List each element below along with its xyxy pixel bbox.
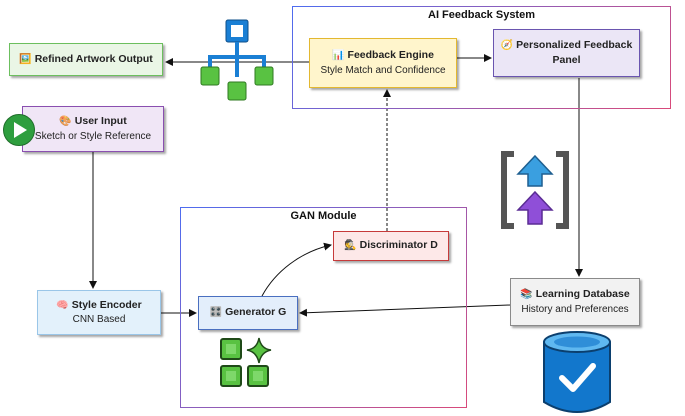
gan-module-title: GAN Module <box>290 210 357 222</box>
grid-sparkle-icon <box>220 337 272 387</box>
compass-icon: 🧭 <box>500 39 514 51</box>
discriminator-title: Discriminator D <box>359 239 438 252</box>
books-icon: 📚 <box>520 289 533 300</box>
refined-artwork-output-node[interactable]: 🖼️Refined Artwork Output <box>9 43 163 76</box>
database-check-icon <box>543 331 611 413</box>
learning-database-node[interactable]: 📚Learning Database History and Preferenc… <box>510 278 640 326</box>
brain-icon: 🧠 <box>56 299 69 311</box>
feedback-engine-title: Feedback Engine <box>347 49 434 61</box>
user-input-subtitle: Sketch or Style Reference <box>34 130 152 142</box>
feedback-panel-title: Personalized Feedback Panel <box>516 38 633 67</box>
generator-node[interactable]: 🎛️Generator G <box>198 296 298 330</box>
play-circle-icon <box>3 114 35 146</box>
feedback-engine-subtitle: Style Match and Confidence <box>320 64 446 76</box>
detective-icon: 🕵️ <box>344 240 357 252</box>
style-encoder-title: Style Encoder <box>71 298 142 311</box>
learning-db-title: Learning Database <box>535 288 630 300</box>
hierarchy-icon <box>200 19 274 101</box>
generator-title: Generator G <box>225 306 287 319</box>
ai-feedback-system-title: AI Feedback System <box>428 9 535 21</box>
learning-db-subtitle: History and Preferences <box>521 303 629 315</box>
palette-icon: 🎨 <box>59 116 72 127</box>
double-up-arrow-icon <box>501 151 569 229</box>
discriminator-node[interactable]: 🕵️Discriminator D <box>333 231 449 261</box>
framed-picture-icon: 🖼️ <box>19 53 32 65</box>
feedback-engine-node[interactable]: 📊Feedback Engine Style Match and Confide… <box>309 38 457 88</box>
bar-chart-icon: 📊 <box>332 50 345 61</box>
user-input-title: User Input <box>74 115 127 127</box>
personalized-feedback-panel-node[interactable]: 🧭Personalized Feedback Panel <box>493 29 640 77</box>
user-input-node[interactable]: 🎨User Input Sketch or Style Reference <box>22 106 164 152</box>
style-encoder-subtitle: CNN Based <box>72 314 126 325</box>
style-encoder-node[interactable]: 🧠Style Encoder CNN Based <box>37 290 161 335</box>
control-knobs-icon: 🎛️ <box>209 307 223 319</box>
refined-output-title: Refined Artwork Output <box>34 52 153 65</box>
